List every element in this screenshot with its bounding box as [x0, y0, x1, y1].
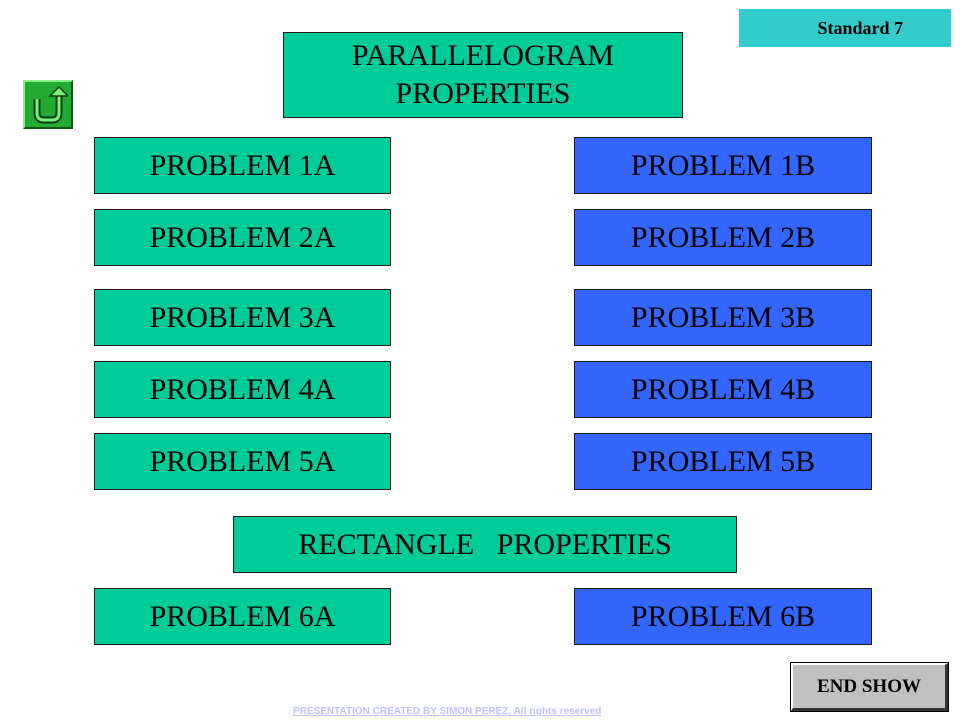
problem-4a-button[interactable]: PROBLEM 4A — [94, 361, 391, 418]
problem-2b-label: PROBLEM 2B — [630, 220, 816, 254]
parallelogram-title-line2: PROPERTIES — [395, 77, 571, 110]
standard-badge: Standard 7 — [739, 9, 951, 47]
parallelogram-title-line1: PARALLELOGRAM — [351, 39, 615, 72]
credits-link[interactable]: PRESENTATION CREATED BY SIMON PEREZ. All… — [293, 706, 602, 717]
problem-4a-label: PROBLEM 4A — [149, 372, 336, 406]
problem-3a-label: PROBLEM 3A — [149, 300, 336, 334]
problem-4b-button[interactable]: PROBLEM 4B — [574, 361, 872, 418]
problem-5b-label: PROBLEM 5B — [630, 444, 816, 478]
standard-badge-label: Standard 7 — [817, 17, 903, 38]
problem-3b-label: PROBLEM 3B — [630, 300, 816, 334]
parallelogram-properties-title: PARALLELOGRAM PROPERTIES — [283, 32, 683, 118]
rectangle-properties-title: RECTANGLE PROPERTIES — [233, 516, 737, 573]
problem-3a-button[interactable]: PROBLEM 3A — [94, 289, 391, 346]
return-arrow-icon — [33, 85, 68, 123]
problem-1b-button[interactable]: PROBLEM 1B — [574, 137, 872, 194]
problem-6b-label: PROBLEM 6B — [630, 599, 816, 633]
problem-3b-button[interactable]: PROBLEM 3B — [574, 289, 872, 346]
problem-5a-label: PROBLEM 5A — [149, 444, 336, 478]
problem-1a-button[interactable]: PROBLEM 1A — [94, 137, 391, 194]
problem-2a-button[interactable]: PROBLEM 2A — [94, 209, 391, 266]
problem-5a-button[interactable]: PROBLEM 5A — [94, 433, 391, 490]
problem-2a-label: PROBLEM 2A — [149, 220, 336, 254]
problem-6a-label: PROBLEM 6A — [149, 599, 336, 633]
end-show-label: END SHOW — [817, 675, 921, 697]
problem-1a-label: PROBLEM 1A — [149, 148, 336, 182]
problem-6a-button[interactable]: PROBLEM 6A — [94, 588, 391, 645]
return-button[interactable] — [23, 80, 73, 129]
problem-6b-button[interactable]: PROBLEM 6B — [574, 588, 872, 645]
problem-5b-button[interactable]: PROBLEM 5B — [574, 433, 872, 490]
problem-1b-label: PROBLEM 1B — [630, 148, 816, 182]
problem-2b-button[interactable]: PROBLEM 2B — [574, 209, 872, 266]
rectangle-title-label: RECTANGLE PROPERTIES — [298, 527, 672, 561]
problem-4b-label: PROBLEM 4B — [630, 372, 816, 406]
end-show-button[interactable]: END SHOW — [790, 662, 949, 712]
